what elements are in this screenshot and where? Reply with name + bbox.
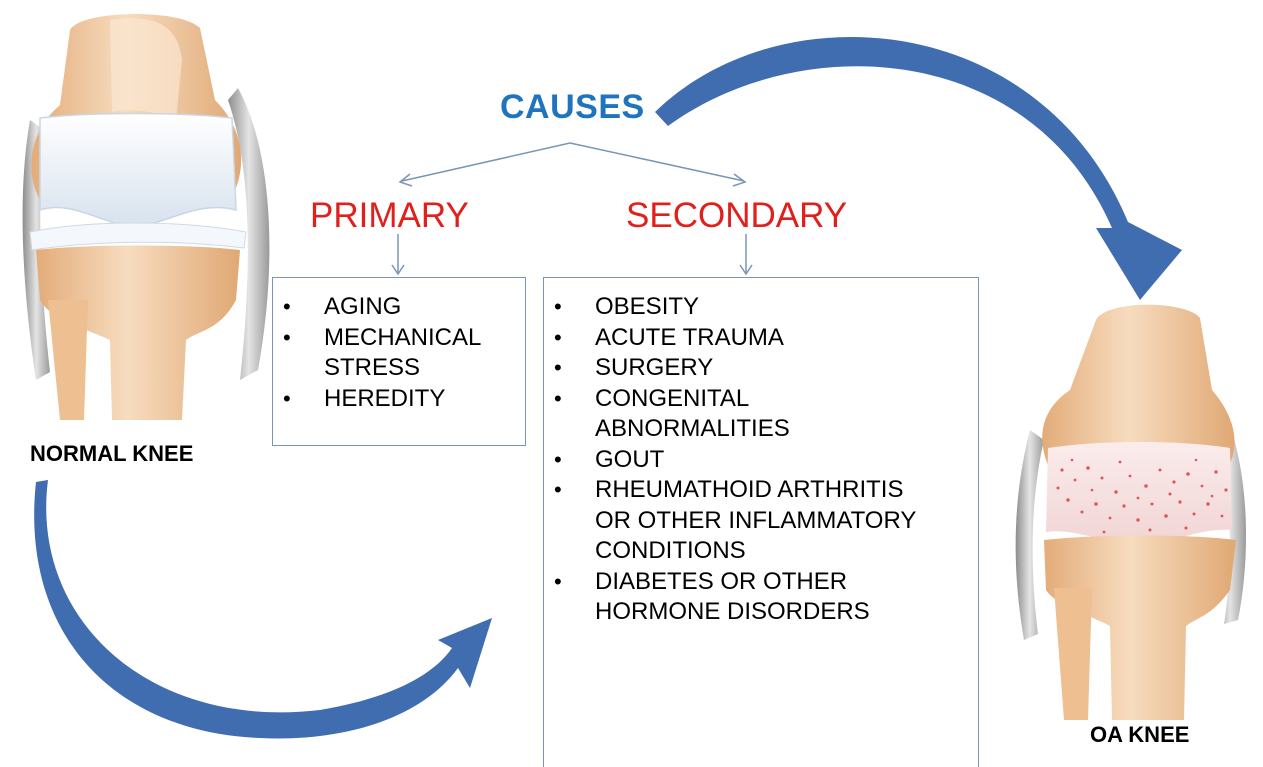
normal-knee-meniscus	[29, 222, 247, 251]
arrowhead-primary-top	[398, 173, 413, 187]
primary-cause-text: MECHANICAL STRESS	[324, 323, 481, 382]
bullet-icon: •	[554, 385, 562, 411]
connector-lines	[397, 142, 747, 273]
primary-cause-text: AGING	[324, 293, 402, 320]
arrowhead-secondary-box	[739, 264, 753, 276]
oa-knee-damage-spots	[1056, 458, 1228, 534]
primary-heading: PRIMARY	[310, 196, 469, 235]
oa-knee-label: OA KNEE	[1090, 722, 1190, 747]
oa-knee-cartilage	[1046, 442, 1232, 548]
list-item: • CONGENITAL ABNORMALITIES	[544, 384, 825, 445]
normal-knee-cartilage	[39, 112, 237, 229]
primary-causes-box: • AGING • MECHANICAL STRESS • HEREDITY	[272, 277, 526, 446]
bullet-icon: •	[283, 385, 291, 411]
oa-knee-femur	[1042, 304, 1235, 470]
list-item: • AGING	[273, 292, 525, 323]
secondary-heading: SECONDARY	[626, 196, 848, 235]
secondary-cause-text: RHEUMATHOID ARTHRITIS OR OTHER INFLAMMAT…	[595, 476, 916, 564]
list-item: • OBESITY	[544, 292, 978, 323]
bullet-icon: •	[554, 355, 562, 380]
connector-arrowheads	[391, 173, 753, 276]
normal-knee-femur-highlight	[110, 18, 182, 120]
bullet-icon: •	[283, 294, 291, 319]
bullet-icon: •	[554, 477, 562, 502]
bullet-icon: •	[554, 324, 562, 350]
normal-knee-label: NORMAL KNEE	[30, 441, 194, 466]
secondary-cause-text: GOUT	[595, 445, 665, 473]
arrowhead-secondary-top	[732, 173, 747, 187]
primary-causes-list: • AGING • MECHANICAL STRESS • HEREDITY	[273, 292, 525, 414]
secondary-cause-text: CONGENITAL ABNORMALITIES	[595, 384, 790, 443]
bullet-icon: •	[554, 568, 562, 594]
bullet-icon: •	[283, 324, 291, 350]
normal-knee-fibula	[48, 300, 88, 420]
normal-knee-illustration	[22, 13, 270, 420]
bullet-icon: •	[554, 446, 562, 472]
secondary-cause-text: SURGERY	[595, 354, 714, 381]
bullet-icon: •	[554, 294, 562, 319]
causes-heading: CAUSES	[500, 88, 645, 126]
list-item: • HEREDITY	[273, 384, 525, 415]
list-item: • RHEUMATHOID ARTHRITIS OR OTHER INFLAMM…	[544, 475, 945, 567]
top-curved-arrow	[655, 36, 1182, 300]
secondary-cause-text: OBESITY	[595, 293, 700, 320]
list-item: • GOUT	[544, 445, 978, 476]
secondary-cause-text: DIABETES OR OTHER HORMONE DISORDERS	[595, 567, 870, 626]
oa-knee-fibula	[1054, 588, 1092, 720]
list-item: • ACUTE TRAUMA	[544, 323, 978, 354]
secondary-causes-box: • OBESITY • ACUTE TRAUMA • SURGERY • CON…	[543, 277, 979, 767]
connector-causes-to-secondary	[569, 142, 745, 182]
normal-knee-tibia	[36, 245, 240, 420]
bottom-curved-arrow	[34, 480, 493, 739]
oa-knee-medial-ligament	[1015, 430, 1044, 640]
list-item: • DIABETES OR OTHER HORMONE DISORDERS	[544, 567, 905, 628]
list-item: • MECHANICAL STRESS	[273, 323, 480, 384]
secondary-causes-list: • OBESITY • ACUTE TRAUMA • SURGERY • CON…	[544, 292, 978, 628]
list-item: • SURGERY	[544, 353, 978, 384]
secondary-cause-text: ACUTE TRAUMA	[595, 323, 784, 351]
connector-causes-to-primary	[401, 142, 571, 182]
oa-knee-tibia	[1044, 535, 1236, 720]
arrowhead-primary-box	[391, 264, 405, 276]
normal-knee-lateral-ligament	[228, 88, 270, 380]
primary-cause-text: HEREDITY	[324, 384, 446, 412]
oa-knee-illustration	[1015, 304, 1247, 720]
